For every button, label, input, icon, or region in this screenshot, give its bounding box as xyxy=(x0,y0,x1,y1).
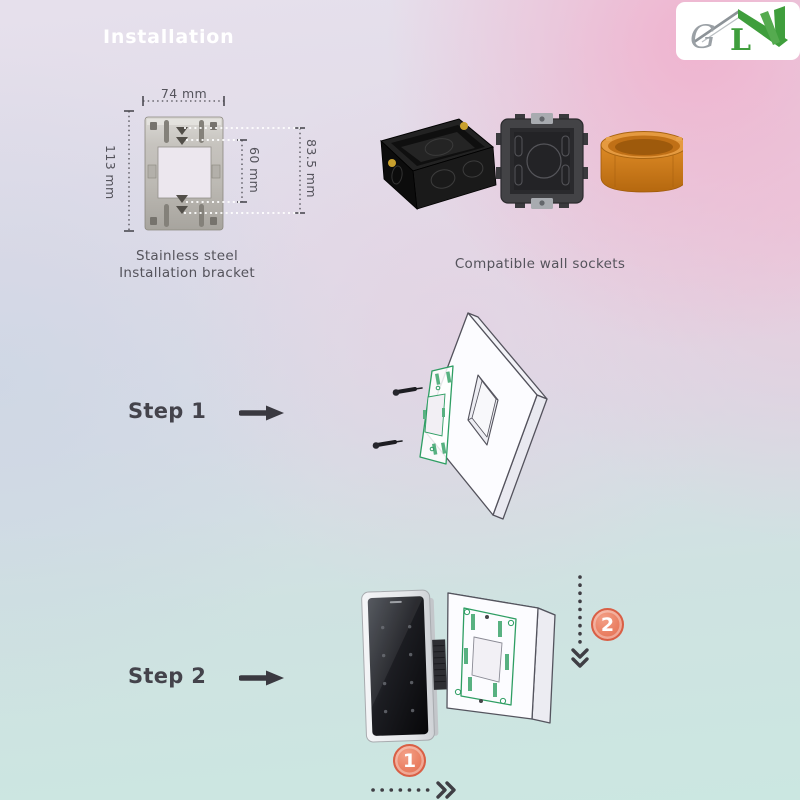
gray-socket-box xyxy=(496,113,588,209)
badge-2-number: 2 xyxy=(600,613,615,636)
brand-logo: G L xyxy=(676,2,800,60)
wall-plate-exploded xyxy=(423,312,548,520)
page-title: Installation xyxy=(103,26,235,48)
mounting-screws xyxy=(372,387,423,449)
dim-inner-height-label: 60 mm xyxy=(247,147,262,194)
dimension-leaders xyxy=(184,127,300,214)
bracket-illustration xyxy=(124,96,305,232)
dimension-lines xyxy=(128,100,301,231)
guide-arrow-right xyxy=(371,781,456,799)
bracket-caption-line2: Installation bracket xyxy=(119,264,255,281)
guide-arrow-down xyxy=(571,575,589,668)
house-roof-logo-icon: G L xyxy=(690,6,788,58)
step-1-label: Step 1 xyxy=(128,399,207,423)
step-2-label: Step 2 xyxy=(128,664,207,688)
touch-switch-panel xyxy=(361,589,447,743)
bracket-figure: 74 mm 113 mm 60 mm 83.5 mm xyxy=(100,85,335,247)
dim-height-label: 113 mm xyxy=(103,145,118,200)
dim-width-label: 74 mm xyxy=(160,86,208,101)
badge-1-number: 1 xyxy=(402,749,417,772)
black-socket-box xyxy=(380,118,497,211)
step-2-arrow-icon xyxy=(239,670,284,686)
logo-letter-l: L xyxy=(730,23,751,58)
step-order-badge-1: 1 xyxy=(393,744,426,777)
step-1-arrow-icon xyxy=(239,405,284,421)
dim-outer-height-label: 83.5 mm xyxy=(304,139,319,198)
bracket-caption-line1: Stainless steel xyxy=(135,248,239,264)
wall-sockets-illustration xyxy=(380,113,683,211)
orange-socket-box xyxy=(600,131,683,193)
green-bracket-exploded xyxy=(419,365,454,465)
logo-letter-g: G xyxy=(690,18,716,56)
step-2-illustration xyxy=(361,575,589,799)
green-bracket-installed xyxy=(454,607,517,706)
sockets-caption: Compatible wall sockets xyxy=(454,256,626,272)
step-1-illustration xyxy=(372,312,548,520)
bracket-caption: Stainless steel Installation bracket xyxy=(93,248,281,281)
step-order-badge-2: 2 xyxy=(591,608,624,641)
